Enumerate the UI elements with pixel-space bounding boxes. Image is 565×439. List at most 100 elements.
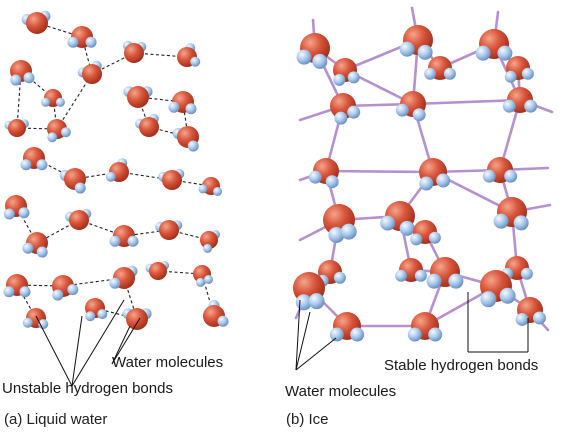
leader-line bbox=[111, 325, 131, 365]
water-molecule bbox=[515, 297, 546, 326]
hydrogen-atom bbox=[187, 140, 199, 152]
leader-line bbox=[111, 317, 141, 365]
hydrogen-atom bbox=[532, 311, 546, 325]
hydrogen-atom bbox=[414, 269, 427, 282]
ice-leader-lines bbox=[295, 292, 529, 371]
hydrogen-atom bbox=[521, 67, 534, 80]
hydrogen-atom bbox=[19, 286, 31, 298]
oxygen-atom bbox=[82, 64, 102, 84]
water-molecule bbox=[407, 312, 443, 342]
hydrogen-atom bbox=[23, 72, 35, 84]
hydrogen-atom bbox=[105, 171, 116, 182]
liquid-water-leader-lines bbox=[35, 299, 141, 387]
water-molecule bbox=[172, 126, 199, 152]
hydrogen-atom bbox=[109, 277, 121, 289]
hydrogen-atom bbox=[196, 277, 206, 287]
hydrogen-atom bbox=[428, 327, 443, 342]
hydrogen-atom bbox=[513, 215, 529, 231]
stable-hydrogen-bond bbox=[324, 169, 435, 174]
water-molecule bbox=[105, 158, 129, 182]
stable-hydrogen-bond bbox=[411, 98, 522, 106]
leader-line bbox=[35, 315, 73, 387]
hydrogen-atom bbox=[185, 103, 197, 115]
hydrogen-atom bbox=[350, 327, 365, 342]
water-molecule bbox=[380, 201, 415, 236]
water-molecule bbox=[426, 257, 464, 289]
unstable-hydrogen-bonds-label: Unstable hydrogen bonds bbox=[2, 380, 173, 397]
water-molecule bbox=[475, 29, 513, 61]
leader-line bbox=[295, 299, 301, 371]
hydrogen-atom bbox=[497, 45, 513, 61]
hydrogen-atom bbox=[36, 246, 48, 258]
ice-molecules bbox=[293, 25, 546, 342]
hydrogen-atom bbox=[168, 101, 180, 113]
hydrogen-atom bbox=[60, 127, 71, 138]
hydrogen-atom bbox=[333, 271, 346, 284]
hydrogen-atom bbox=[325, 175, 339, 189]
water-molecule bbox=[323, 204, 357, 243]
oxygen-atom bbox=[124, 43, 144, 63]
hydrogen-atom bbox=[502, 99, 516, 113]
hydrogen-atom bbox=[520, 267, 533, 280]
hydrogen-atom bbox=[36, 159, 48, 171]
oxygen-atom bbox=[8, 119, 26, 137]
hydrogen-atom bbox=[203, 243, 213, 253]
hydrogen-atom bbox=[347, 71, 360, 84]
water-molecule bbox=[41, 89, 65, 107]
hydrogen-atom bbox=[328, 226, 345, 243]
hydrogen-atom bbox=[395, 103, 409, 117]
hydrogen-atom bbox=[67, 284, 79, 296]
water-molecule bbox=[155, 220, 183, 240]
hydrogen-atom bbox=[20, 159, 32, 171]
water-molecule bbox=[482, 157, 518, 183]
water-molecule bbox=[200, 230, 221, 253]
water-molecule bbox=[177, 43, 201, 67]
hydrogen-atom bbox=[524, 99, 538, 113]
hydrogen-atom bbox=[436, 173, 451, 188]
hydrogen-atom bbox=[85, 311, 96, 322]
oxygen-atom bbox=[69, 210, 89, 230]
oxygen-atom bbox=[200, 231, 218, 249]
hydrogen-atom bbox=[22, 242, 34, 254]
water-molecule bbox=[193, 265, 214, 287]
water-molecule bbox=[22, 232, 48, 258]
hydrogen-atom bbox=[10, 74, 22, 86]
hydrogen-atom bbox=[52, 289, 64, 301]
hydrogen-atom bbox=[213, 186, 223, 196]
water-molecule bbox=[109, 225, 139, 247]
hydrogen-atom bbox=[296, 49, 312, 65]
water-molecule bbox=[122, 308, 152, 330]
hydrogen-atom bbox=[127, 235, 139, 247]
hydrogen-atom bbox=[85, 36, 97, 48]
water-molecule bbox=[59, 168, 86, 194]
water-molecule bbox=[77, 60, 102, 84]
water-molecule bbox=[198, 177, 223, 196]
hydrogen-atom bbox=[395, 269, 408, 282]
water-molecule bbox=[333, 58, 360, 86]
hydrogen-atom bbox=[204, 274, 214, 284]
oxygen-atom bbox=[139, 117, 159, 137]
oxygen-atom bbox=[26, 12, 48, 34]
water-molecule bbox=[145, 261, 170, 280]
hydrogen-atom bbox=[190, 56, 201, 67]
hydrogen-atom bbox=[428, 231, 441, 244]
water-molecule bbox=[480, 270, 516, 308]
hydrogen-atom bbox=[47, 132, 58, 143]
hydrogen-atom bbox=[217, 315, 229, 327]
hydrogen-atom bbox=[340, 223, 357, 240]
hydrogen-atom bbox=[399, 41, 415, 57]
hydrogen-atom bbox=[312, 53, 328, 69]
water-molecule bbox=[52, 275, 79, 301]
oxygen-atom bbox=[126, 308, 148, 330]
water-molecule bbox=[65, 208, 92, 230]
water-molecule bbox=[47, 119, 71, 143]
water-molecule bbox=[123, 86, 153, 108]
water-molecule bbox=[395, 258, 427, 282]
hydrogen-atom bbox=[482, 169, 496, 183]
hydrogen-atom bbox=[426, 273, 442, 289]
water-molecule bbox=[502, 87, 538, 113]
water-molecule bbox=[395, 91, 426, 122]
water-molecule bbox=[504, 56, 534, 83]
